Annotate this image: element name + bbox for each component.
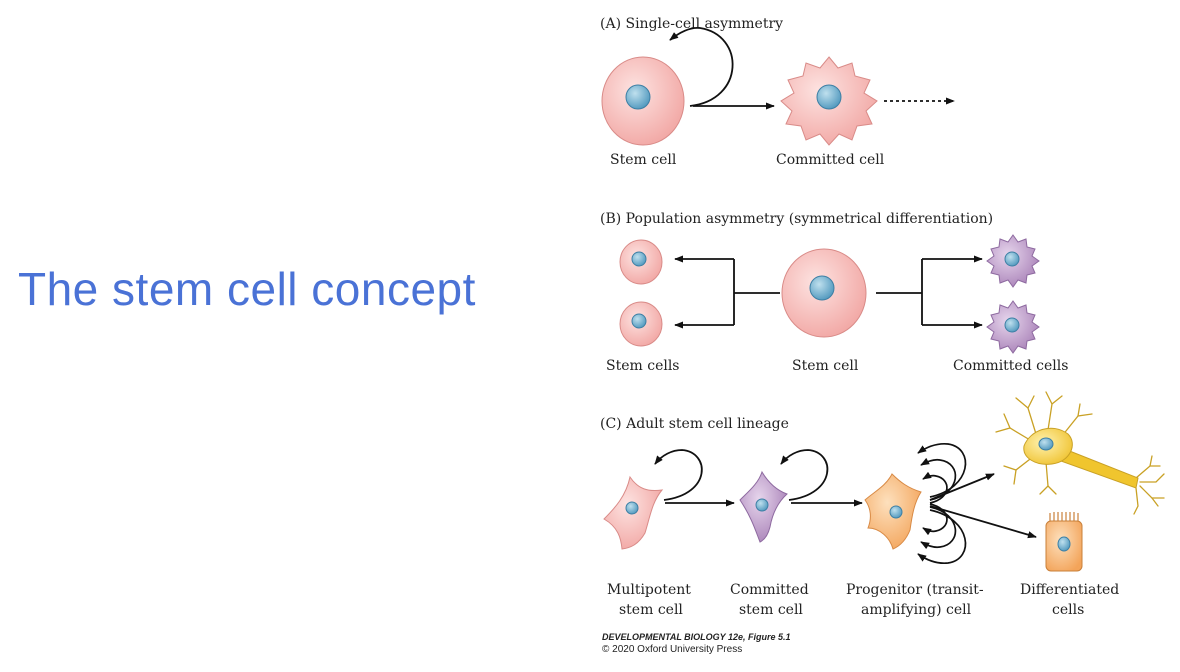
panel-b-stem-cell-top (619, 239, 663, 285)
panel-b-center-label: Stem cell (792, 358, 859, 374)
copyright-notice: © 2020 Oxford University Press (602, 644, 742, 655)
panel-b-right-label: Committed cells (953, 358, 1068, 374)
panel-c-heading: (C) Adult stem cell lineage (600, 416, 789, 432)
panel-b-left-label: Stem cells (606, 358, 680, 374)
differentiated-label-line1: Differentiated (1020, 582, 1119, 598)
panel-a-heading: (A) Single-cell asymmetry (600, 16, 783, 32)
panel-c-committed-cell (739, 470, 788, 543)
panel-b-committed-cell-bottom (986, 300, 1040, 354)
slide-title: The stem cell concept (18, 263, 476, 315)
progenitor-label-line1: Progenitor (transit- (846, 582, 984, 598)
panel-c-progenitor-cell (864, 473, 922, 550)
differentiated-label-line2: cells (1052, 602, 1084, 618)
arrow-to-epithelial (929, 505, 1037, 539)
panel-a-committed-cell (780, 56, 878, 146)
arrow-to-neuron (929, 473, 995, 501)
multipotent-label-line1: Multipotent (607, 582, 691, 598)
self-renew-arrow-a (669, 27, 734, 107)
panel-b-left-branch-arrows (674, 255, 780, 329)
panel-a-stem-label: Stem cell (610, 152, 677, 168)
panel-b-committed-cell-top (986, 234, 1040, 288)
panel-b-heading: (B) Population asymmetry (symmetrical di… (600, 211, 993, 227)
self-renew-arrow-c1 (654, 449, 703, 501)
panel-b-center-stem-cell (781, 248, 867, 338)
neuron-cell (995, 391, 1165, 515)
committed-label-line1: Committed (730, 582, 809, 598)
figure-credit: DEVELOPMENTAL BIOLOGY 12e, Figure 5.1 (602, 632, 791, 642)
panel-b-stem-cell-bottom (619, 301, 663, 347)
committed-label-line2: stem cell (739, 602, 803, 618)
transit-amplifying-loops (917, 442, 967, 565)
progenitor-label-line2: amplifying) cell (861, 602, 972, 618)
self-renew-arrow-c2 (780, 449, 829, 501)
multipotent-label-line2: stem cell (619, 602, 683, 618)
panel-a-stem-cell (601, 56, 685, 146)
panel-b-right-branch-arrows (876, 255, 983, 329)
epithelial-cell (1045, 512, 1083, 572)
panel-c-multipotent-cell (603, 475, 664, 550)
panel-a-committed-label: Committed cell (776, 152, 885, 168)
